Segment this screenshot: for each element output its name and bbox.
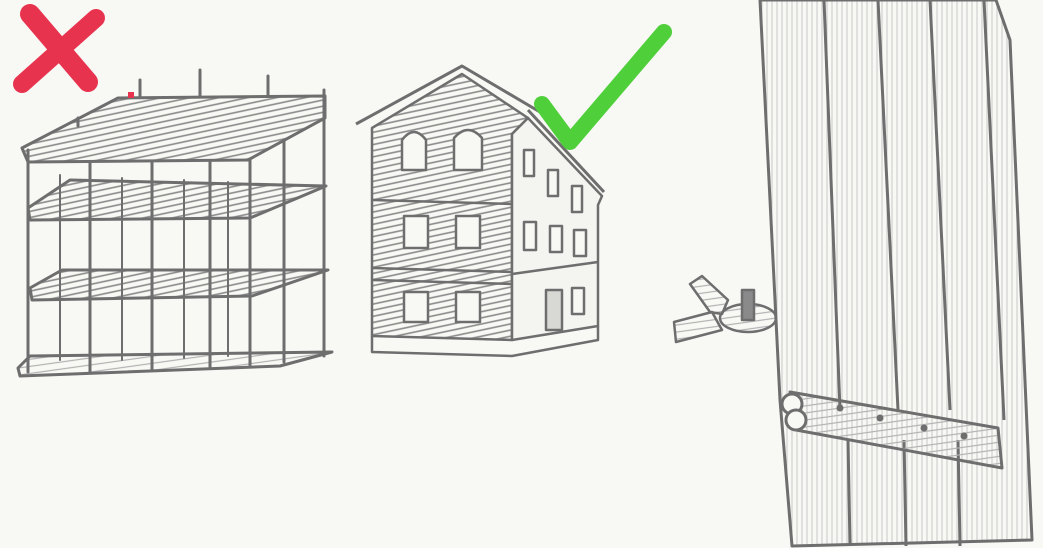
check-icon — [542, 32, 664, 142]
house-front-facade — [372, 74, 528, 340]
concrete-frame-building — [18, 70, 332, 376]
hinge-pintle — [674, 276, 776, 342]
roof-slab — [22, 96, 325, 162]
floor-slab-2 — [28, 180, 326, 220]
wooden-shutter — [760, 0, 1032, 546]
cross-icon — [22, 14, 96, 84]
timber-house — [356, 66, 604, 356]
